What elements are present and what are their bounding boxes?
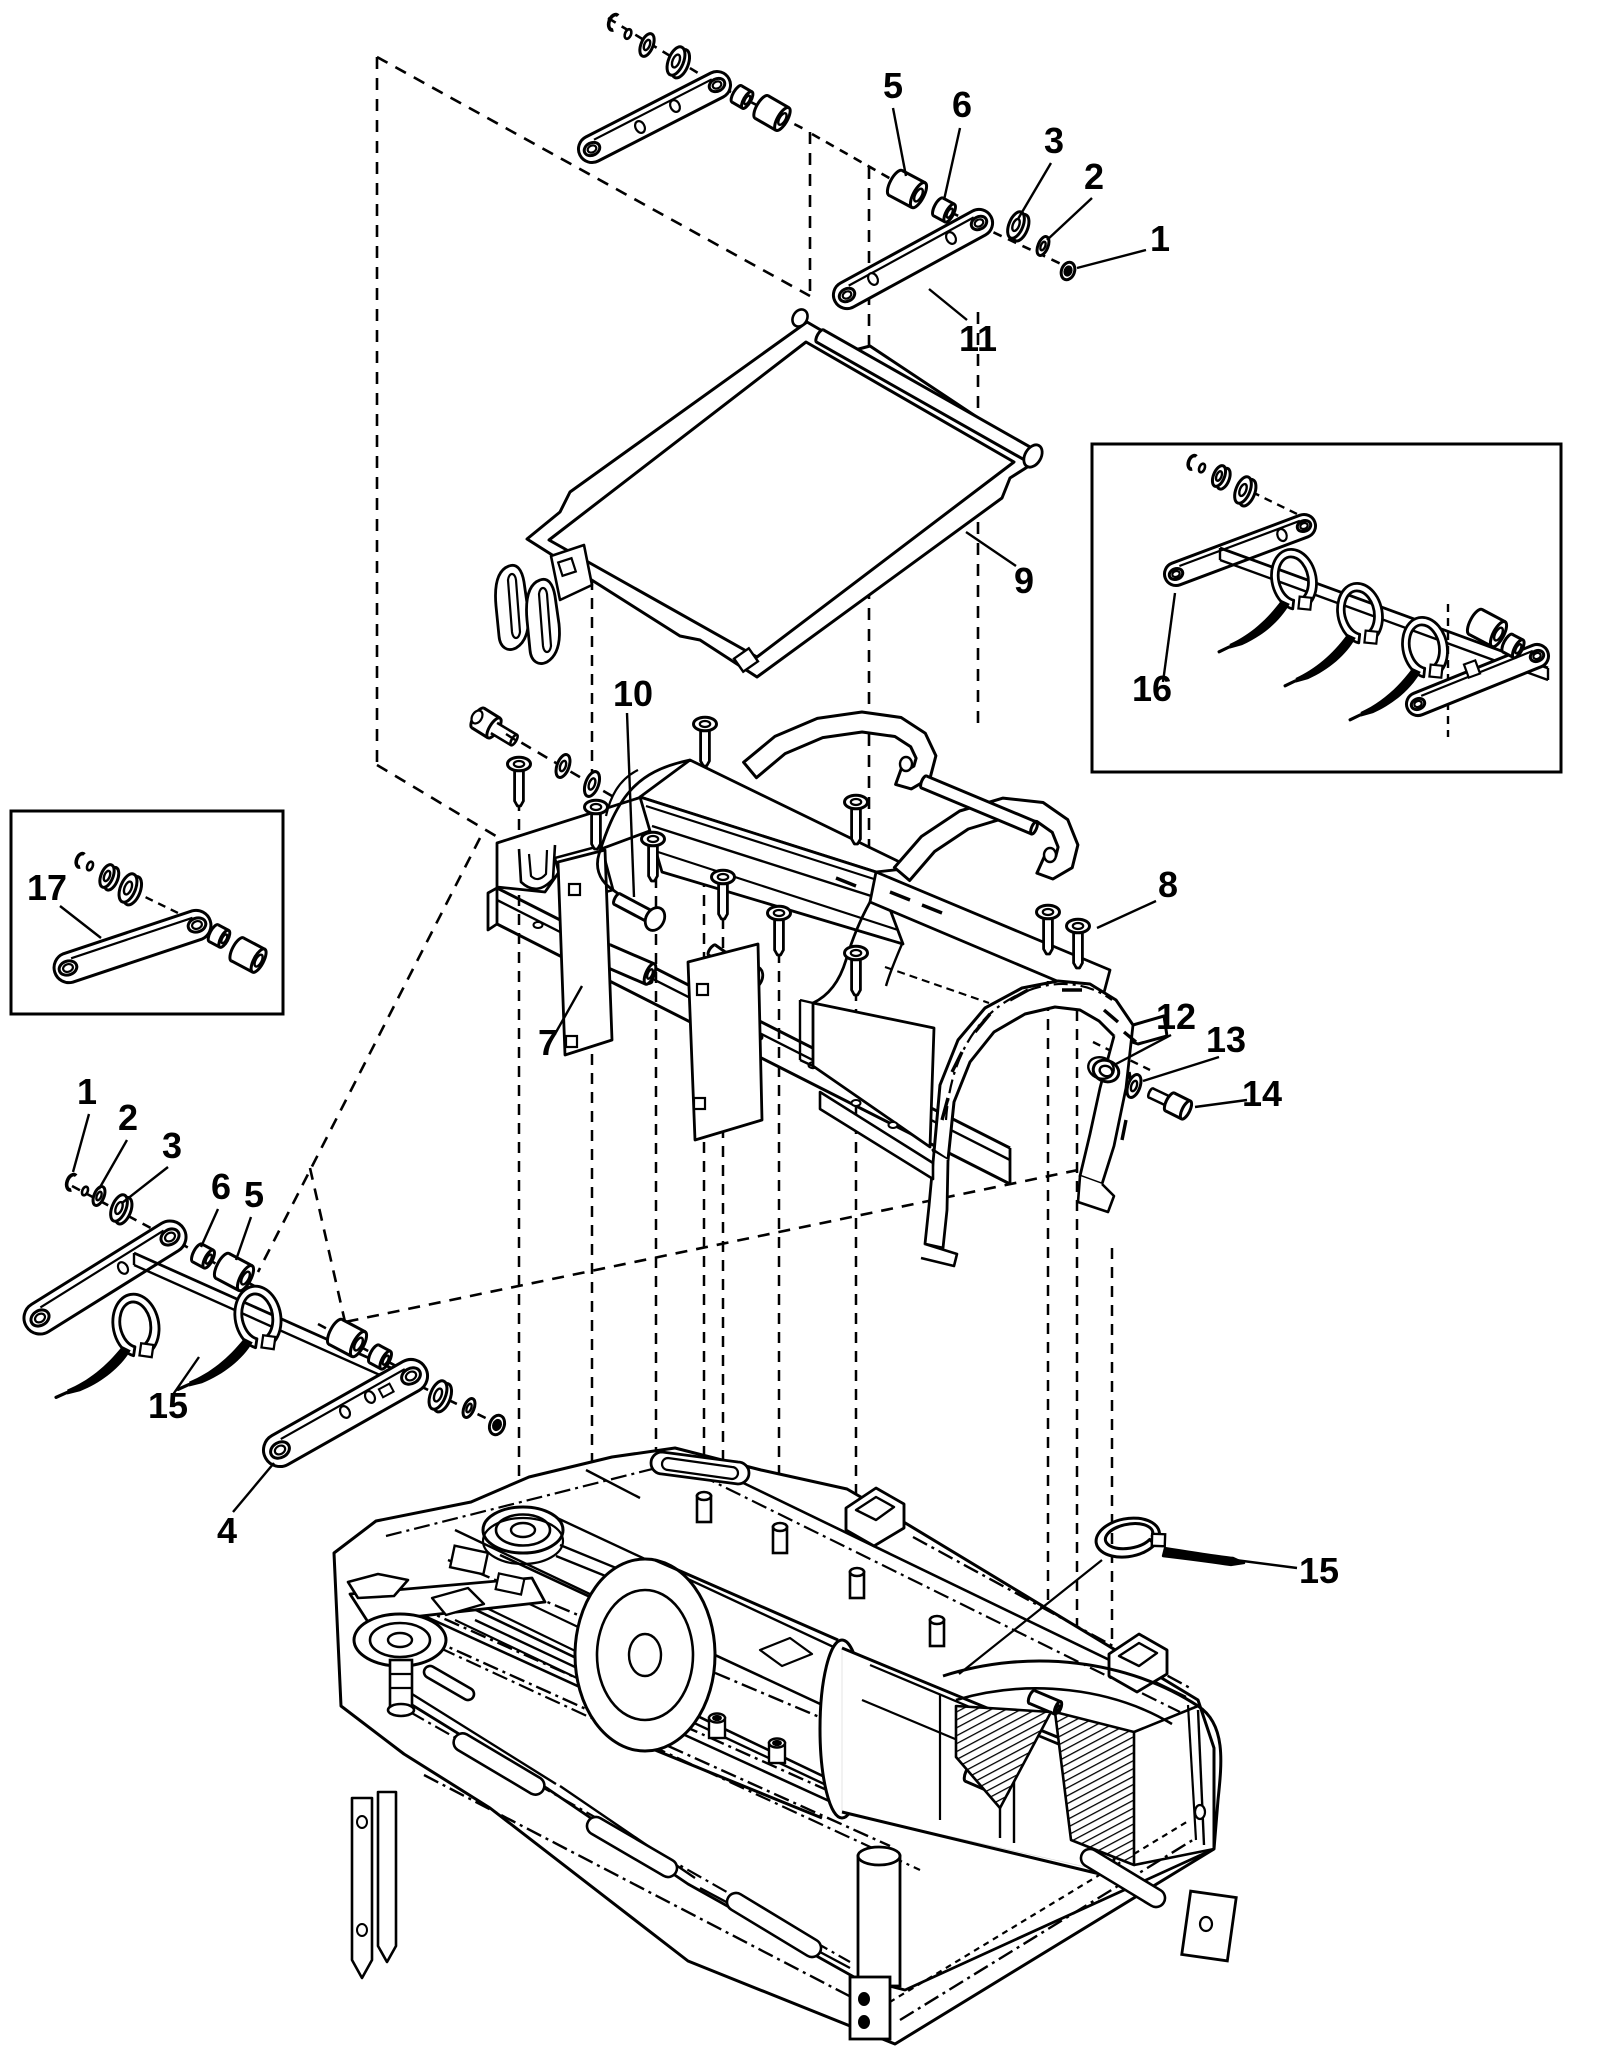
svg-text:2: 2: [1084, 156, 1104, 197]
svg-text:12: 12: [1156, 996, 1196, 1037]
svg-text:10: 10: [613, 673, 653, 714]
svg-text:3: 3: [162, 1125, 182, 1166]
svg-text:7: 7: [538, 1022, 558, 1063]
svg-text:6: 6: [952, 84, 972, 125]
svg-text:3: 3: [1044, 120, 1064, 161]
svg-text:4: 4: [217, 1510, 237, 1551]
svg-text:9: 9: [1014, 560, 1034, 601]
svg-text:5: 5: [883, 65, 903, 106]
svg-text:1: 1: [1150, 218, 1170, 259]
svg-text:16: 16: [1132, 668, 1172, 709]
svg-text:17: 17: [27, 867, 67, 908]
svg-text:5: 5: [244, 1174, 264, 1215]
svg-text:1: 1: [77, 1071, 97, 1112]
svg-text:14: 14: [1242, 1073, 1282, 1114]
svg-text:15: 15: [1299, 1550, 1339, 1591]
svg-text:2: 2: [118, 1097, 138, 1138]
svg-text:15: 15: [148, 1385, 188, 1426]
svg-text:13: 13: [1206, 1019, 1246, 1060]
svg-text:6: 6: [211, 1166, 231, 1207]
svg-text:8: 8: [1158, 864, 1178, 905]
svg-text:11: 11: [959, 318, 997, 359]
